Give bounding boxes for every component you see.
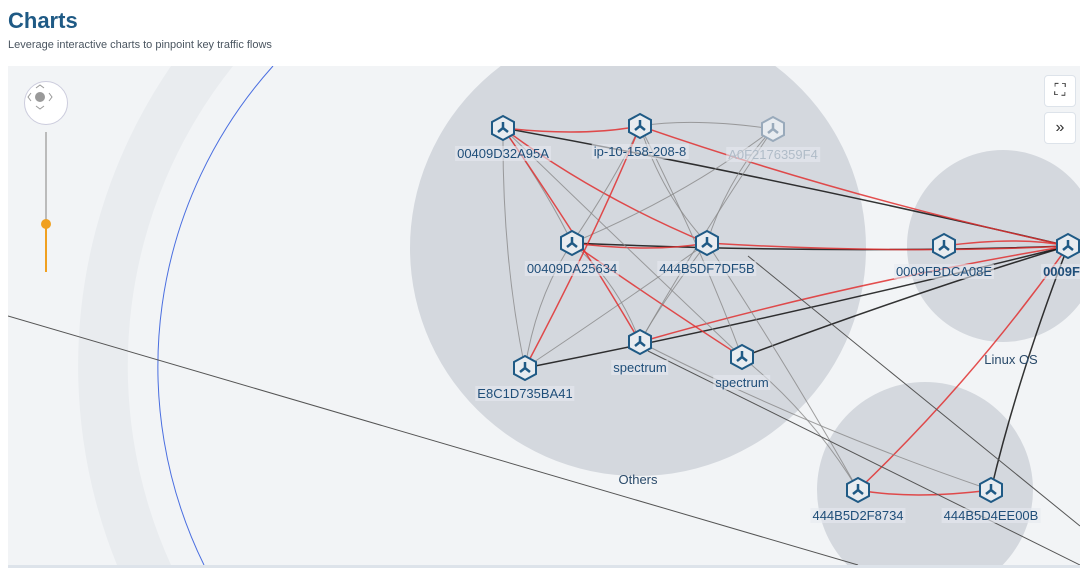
edge-n5-n10 [706, 242, 1069, 251]
edge-n4-n5 [571, 242, 708, 249]
edge-n12-n10 [990, 245, 1069, 491]
edge-n4-n6 [571, 242, 641, 343]
node-label[interactable]: E8C1D735BA41 [475, 386, 575, 401]
fullscreen-icon: ⛶ [1054, 82, 1066, 99]
edge-n4-n8 [524, 242, 573, 369]
edge-n2-n10 [639, 125, 1069, 247]
node-icon[interactable] [932, 232, 956, 260]
edge-n11-n10 [857, 245, 1069, 491]
graph-svg [8, 66, 1080, 565]
pan-arrows-icon [27, 84, 53, 110]
node-icon[interactable] [1056, 232, 1080, 260]
group-linux-os[interactable] [906, 150, 1080, 342]
edge-n7-n10 [741, 245, 1069, 358]
fullscreen-button[interactable]: ⛶ [1044, 75, 1076, 107]
node-label[interactable]: spectrum [713, 375, 771, 390]
edge-n1-n2 [502, 125, 641, 133]
pan-control[interactable] [24, 81, 68, 125]
edge-n5-n11 [706, 242, 859, 491]
node-icon[interactable] [560, 229, 584, 257]
edge-n4-n7 [571, 242, 743, 358]
node-label[interactable]: 00409DA25634 [524, 261, 620, 276]
edge-n5-n8 [524, 242, 708, 369]
node-label[interactable]: 0009FBI [1041, 264, 1080, 279]
edge-n7-n11 [741, 356, 859, 491]
double-chevron-right-icon: » [1055, 119, 1065, 136]
edge-n1-n5 [502, 127, 708, 244]
page-title: Charts [8, 8, 78, 33]
node-label[interactable]: ip-10-158-208-8 [591, 144, 689, 159]
node-icon[interactable] [695, 229, 719, 257]
node-icon[interactable] [628, 112, 652, 140]
edge-line [747, 255, 1080, 527]
edge-n2-n3 [639, 121, 774, 130]
node-icon[interactable] [761, 115, 785, 143]
node-label[interactable]: A0F2176359F4 [726, 147, 820, 162]
node-icon[interactable] [730, 343, 754, 371]
node-label[interactable]: 444B5D4EE00B [941, 508, 1041, 523]
node-icon[interactable] [513, 354, 537, 382]
edge-n3-n5 [706, 128, 774, 244]
node-label[interactable]: 0009FBDCA08E [893, 264, 995, 279]
nodes [491, 112, 1080, 504]
expand-panel-button[interactable]: » [1044, 112, 1076, 144]
node-icon[interactable] [979, 476, 1003, 504]
edge-n6-n12 [639, 341, 992, 491]
group-label-linux-os: Linux OS [984, 352, 1038, 367]
edge-line [8, 315, 859, 565]
node-label[interactable]: 444B5DF7DF5B [657, 261, 757, 276]
zoom-slider-fill [45, 224, 47, 272]
node-label[interactable]: spectrum [611, 360, 669, 375]
edge-n3-n4 [571, 128, 774, 244]
page-subtitle: Leverage interactive charts to pinpoint … [8, 39, 272, 51]
node-icon[interactable] [491, 114, 515, 142]
zoom-slider-track[interactable] [45, 132, 47, 272]
edge-n11-n12 [857, 489, 992, 496]
network-graph-canvas[interactable]: 00409D32A95A ip-10-158-208-8 A0F2176359F4 0… [8, 66, 1080, 568]
node-icon[interactable] [628, 328, 652, 356]
zoom-slider-handle[interactable] [41, 219, 51, 229]
group-label-others: Others [618, 472, 658, 487]
node-label[interactable]: 00409D32A95A [455, 146, 551, 161]
edge-n2-n5 [639, 125, 708, 244]
blue-arc [157, 66, 274, 565]
node-label[interactable]: 444B5D2F8734 [810, 508, 906, 523]
node-icon[interactable] [846, 476, 870, 504]
